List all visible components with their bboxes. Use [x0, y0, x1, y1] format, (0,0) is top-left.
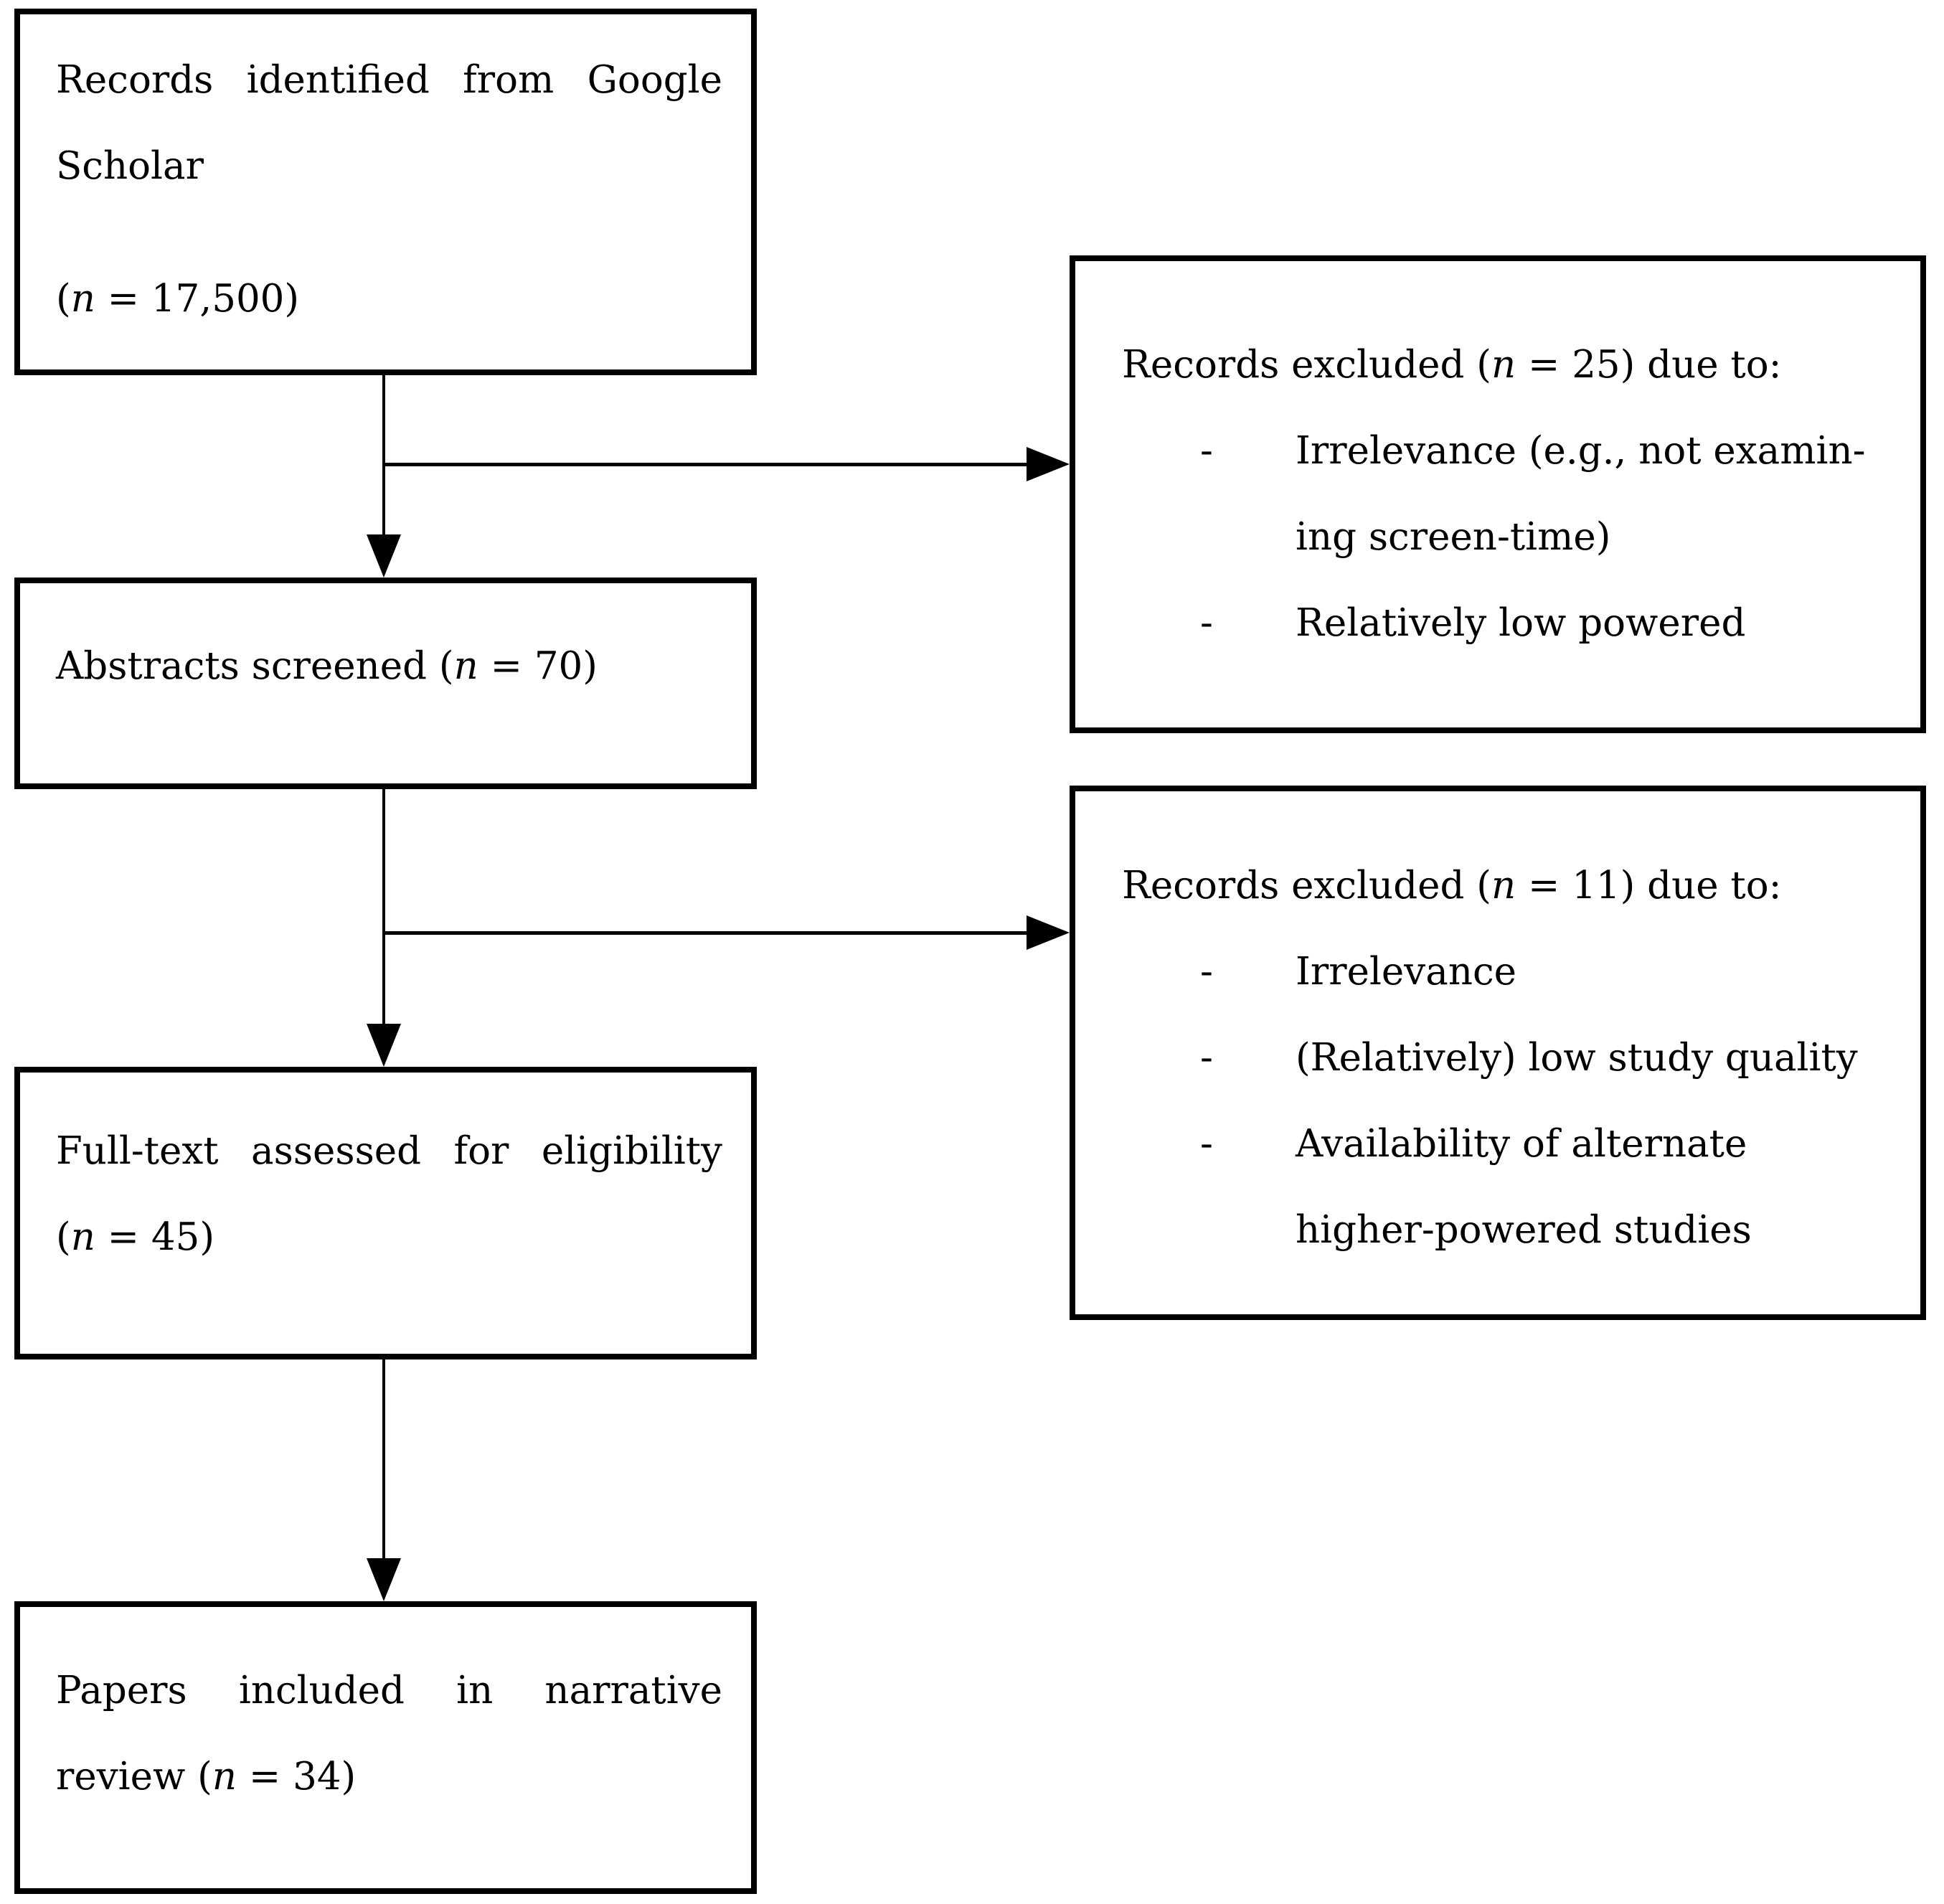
count-value: = 17,500): [95, 277, 300, 321]
exclusion-2-bullet-3-continuation: higher-powered studies: [1296, 1208, 1752, 1252]
included-line-2-post: = 34): [237, 1755, 357, 1799]
exclusion-2-bullet-2-text: (Relatively) low study quality: [1296, 1036, 1858, 1080]
count-open-paren: (: [438, 644, 454, 688]
screening-label: Abstracts screened (n = 70): [56, 623, 722, 710]
exclusion-box-2: Records excluded (n = 11) due to: - Irrel…: [1070, 786, 1926, 1320]
arrow-eligibility-to-included-line: [382, 1359, 385, 1562]
flow-box-identification-content: Records identified from Google Scholar (…: [20, 14, 751, 369]
arrow-screening-to-eligibility-head: [367, 1024, 401, 1067]
flow-box-included: Papers included in narrative review (n =…: [14, 1601, 757, 1894]
arrow-identification-to-screening-head: [367, 534, 401, 578]
exclusion-1-header-post: = 25) due to:: [1516, 343, 1782, 387]
n-variable: n: [1491, 343, 1516, 387]
branch-arrow-to-exclusion-1-head: [1027, 447, 1070, 481]
flow-box-identification: Records identified from Google Scholar (…: [14, 9, 757, 375]
exclusion-1-header-pre: Records excluded (: [1122, 343, 1491, 387]
exclusion-box-2-content: Records excluded (n = 11) due to: - Irrel…: [1075, 791, 1920, 1314]
n-variable: n: [1491, 864, 1516, 908]
exclusion-2-header: Records excluded (n = 11) due to:: [1075, 843, 1899, 929]
count-open-paren: (: [56, 1215, 71, 1259]
exclusion-2-bullet-3: - Availability of alternate: [1075, 1101, 1899, 1187]
flow-box-screening-content: Abstracts screened (n = 70): [20, 583, 751, 783]
count-value: = 45): [95, 1215, 215, 1259]
identification-line-1: Records identified from Google: [56, 58, 722, 102]
eligibility-line-1: Full-text assessed for eligibility: [56, 1129, 722, 1173]
arrow-eligibility-to-included-head: [367, 1558, 401, 1601]
exclusion-1-bullet-1: - Irrelevance (e.g., not examin-: [1075, 408, 1899, 494]
flow-box-eligibility: Full-text assessed for eligibility (n = …: [14, 1067, 757, 1359]
included-line-2-pre: review (: [56, 1755, 212, 1799]
included-line-1: Papers included in narrative: [56, 1669, 722, 1712]
exclusion-2-bullet-2: - (Relatively) low study quality: [1075, 1015, 1899, 1101]
count-open-paren: (: [56, 277, 71, 321]
identification-line-2: Scholar: [56, 144, 204, 188]
arrow-screening-to-eligibility-line: [382, 789, 385, 1027]
screening-text: Abstracts screened: [56, 644, 439, 688]
bullet-dash: -: [1200, 429, 1213, 473]
exclusion-2-bullet-1-text: Irrelevance: [1296, 950, 1517, 994]
arrow-identification-to-screening-line: [382, 375, 385, 538]
included-line-2: review (n = 34): [56, 1734, 722, 1820]
flow-box-eligibility-content: Full-text assessed for eligibility (n = …: [20, 1073, 751, 1354]
branch-arrow-to-exclusion-2-head: [1027, 915, 1070, 950]
exclusion-box-1: Records excluded (n = 25) due to: - Irrel…: [1070, 255, 1926, 733]
exclusion-1-bullet-1-text: Irrelevance (e.g., not examin-: [1296, 429, 1866, 473]
n-variable: n: [70, 1215, 95, 1259]
bullet-dash: -: [1200, 950, 1213, 994]
bullet-dash: -: [1200, 1122, 1213, 1166]
exclusion-1-bullet-1-continuation: ing screen-time): [1296, 515, 1611, 559]
exclusion-1-bullet-2: - Relatively low powered: [1075, 580, 1899, 666]
exclusion-1-bullet-2-text: Relatively low powered: [1296, 601, 1746, 645]
bullet-dash: -: [1200, 601, 1213, 645]
eligibility-count: (n = 45): [56, 1194, 722, 1281]
n-variable: n: [212, 1755, 237, 1799]
exclusion-2-bullet-3-text: Availability of alternate: [1296, 1122, 1747, 1166]
n-variable: n: [70, 277, 95, 321]
exclusion-2-header-post: = 11) due to:: [1516, 864, 1782, 908]
flow-box-screening: Abstracts screened (n = 70): [14, 578, 757, 789]
bullet-dash: -: [1200, 1036, 1213, 1080]
identification-count: (n = 17,500): [56, 256, 722, 342]
exclusion-2-bullet-1: - Irrelevance: [1075, 929, 1899, 1015]
exclusion-2-header-pre: Records excluded (: [1122, 864, 1491, 908]
exclusion-box-1-content: Records excluded (n = 25) due to: - Irrel…: [1075, 261, 1920, 727]
exclusion-1-header: Records excluded (n = 25) due to:: [1075, 322, 1899, 408]
flow-box-included-content: Papers included in narrative review (n =…: [20, 1607, 751, 1888]
n-variable: n: [453, 644, 478, 688]
branch-arrow-to-exclusion-2-line: [384, 931, 1029, 935]
count-value: = 70): [478, 644, 598, 688]
branch-arrow-to-exclusion-1-line: [384, 463, 1029, 466]
